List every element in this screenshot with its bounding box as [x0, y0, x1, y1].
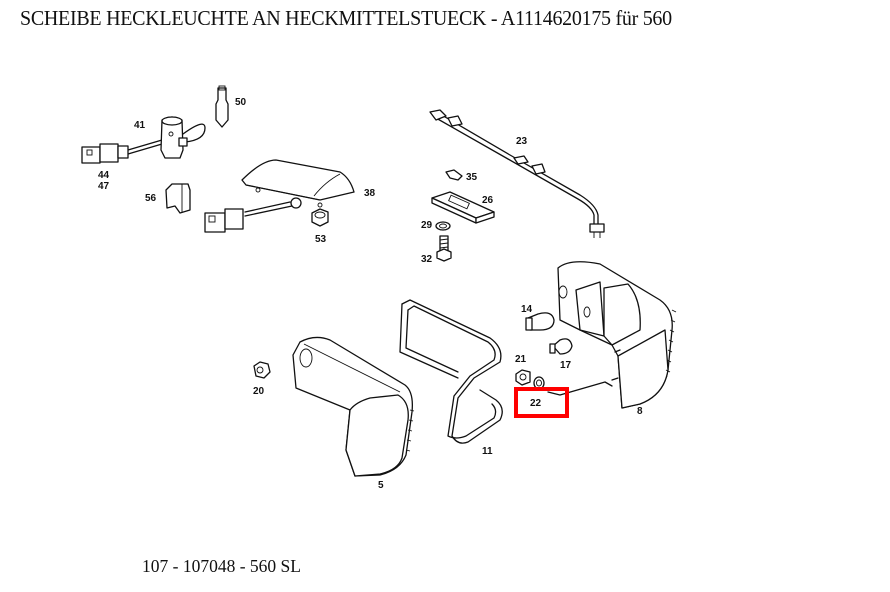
part-label-32[interactable]: 32: [421, 254, 433, 265]
part-26-bracket-plate: [431, 191, 495, 224]
part-56-clip: [165, 183, 191, 214]
part-label-47[interactable]: 47: [98, 181, 110, 192]
part-53-nut: [311, 208, 329, 227]
part-17-bulb: [549, 338, 573, 355]
part-label-35[interactable]: 35: [466, 172, 478, 183]
part-38-lamp-cover: [204, 159, 355, 233]
page-title: SCHEIBE HECKLEUCHTE AN HECKMITTELSTUECK …: [20, 6, 672, 30]
part-label-20[interactable]: 20: [253, 386, 265, 397]
part-label-26[interactable]: 26: [482, 195, 494, 206]
part-32-bolt: [436, 235, 452, 262]
part-41-bulb-socket: [81, 116, 206, 164]
part-label-50[interactable]: 50: [235, 97, 247, 108]
part-11-gasket: [399, 299, 503, 444]
part-label-14[interactable]: 14: [521, 304, 533, 315]
part-label-29[interactable]: 29: [421, 220, 433, 231]
part-14-bulb: [525, 312, 555, 331]
part-label-23[interactable]: 23: [516, 136, 528, 147]
part-label-44[interactable]: 44: [98, 170, 110, 181]
part-label-11[interactable]: 11: [482, 446, 493, 457]
part-label-8[interactable]: 8: [637, 406, 643, 417]
part-35-lamp-insert: [445, 169, 463, 181]
part-label-53[interactable]: 53: [315, 234, 327, 245]
part-50-bulb: [215, 85, 229, 128]
part-label-38[interactable]: 38: [364, 188, 376, 199]
part-8-tail-light-housing: [557, 261, 677, 409]
part-label-56[interactable]: 56: [145, 193, 157, 204]
part-21-nut: [515, 369, 531, 386]
part-label-41[interactable]: 41: [134, 120, 146, 131]
part-label-22[interactable]: 22: [530, 398, 542, 409]
part-5-tail-light-lens: [292, 336, 415, 477]
part-label-17[interactable]: 17: [560, 360, 572, 371]
diagram-caption: 107 - 107048 - 560 SL: [142, 556, 301, 576]
part-29-washer: [435, 221, 451, 231]
part-label-21[interactable]: 21: [515, 354, 527, 365]
part-23-wiring-harness: [429, 109, 605, 238]
highlight-box-part-22: [514, 387, 569, 418]
part-label-5[interactable]: 5: [378, 480, 384, 491]
part-20-nut: [253, 361, 271, 379]
